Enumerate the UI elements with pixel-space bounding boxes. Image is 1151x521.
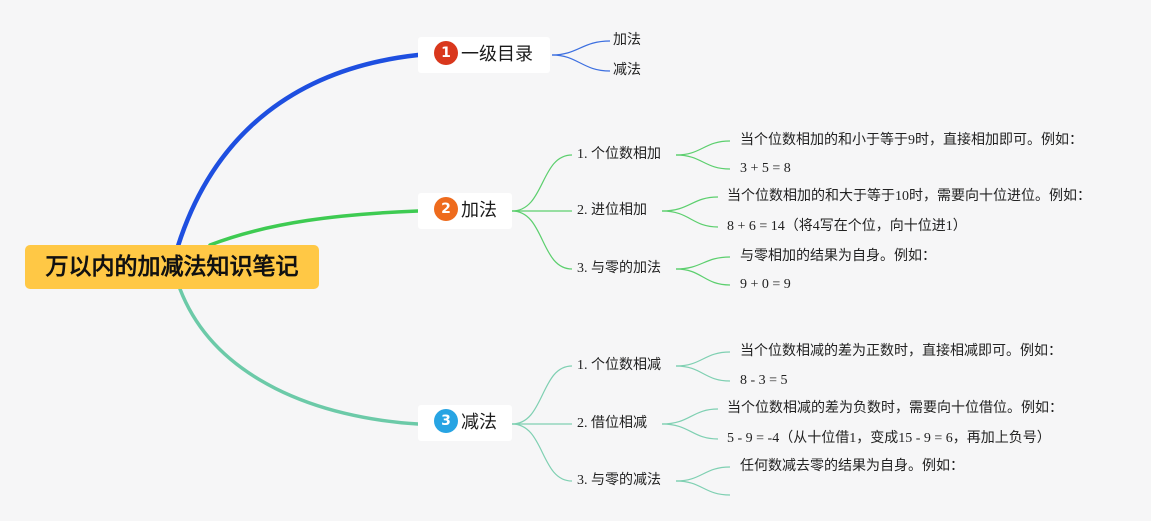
note-text: 当个位数相减的差为负数时，需要向十位借位。例如： bbox=[727, 401, 1063, 416]
subtopic[interactable]: 3. 与零的减法 bbox=[577, 473, 661, 488]
note-connector bbox=[661, 408, 719, 425]
leaf-connector bbox=[551, 54, 611, 72]
number-badge-icon: 3 bbox=[434, 409, 458, 433]
number-badge-icon: 1 bbox=[434, 41, 458, 65]
note-example: 9 + 0 = 9 bbox=[740, 277, 791, 292]
subtopic[interactable]: 2. 进位相加 bbox=[577, 203, 647, 218]
branch-connector-1 bbox=[175, 52, 421, 249]
sub-connector bbox=[511, 154, 573, 212]
subtopic-subtraction-link[interactable]: 减法 bbox=[613, 63, 641, 78]
note-example: 8 - 3 = 5 bbox=[740, 373, 788, 388]
number-badge-icon: 2 bbox=[434, 197, 458, 221]
note-connector bbox=[675, 365, 731, 382]
leaf-connector bbox=[551, 40, 611, 56]
note-text: 与零相加的结果为自身。例如： bbox=[740, 249, 936, 264]
topic-label: 加法 bbox=[461, 200, 497, 221]
subtopic[interactable]: 1. 个位数相减 bbox=[577, 358, 661, 373]
note-connector bbox=[675, 140, 731, 156]
note-example: 5 - 9 = -4（从十位借1，变成15 - 9 = 6，再加上负号） bbox=[727, 431, 1051, 446]
note-connector bbox=[675, 256, 731, 270]
note-example: 3 + 5 = 8 bbox=[740, 161, 791, 176]
note-connector bbox=[661, 196, 719, 212]
note-connector bbox=[675, 268, 731, 286]
note-connector bbox=[661, 423, 719, 440]
sub-connector bbox=[511, 423, 573, 482]
note-example: 8 + 6 = 14（将4写在个位，向十位进1） bbox=[727, 219, 967, 234]
note-connector bbox=[675, 466, 731, 482]
root-topic[interactable]: 万以内的加减法知识笔记 bbox=[25, 245, 319, 289]
topic-label: 一级目录 bbox=[461, 44, 533, 65]
note-text: 任何数减去零的结果为自身。例如： bbox=[740, 459, 964, 474]
topic-label: 减法 bbox=[461, 412, 497, 433]
note-connector bbox=[675, 480, 731, 496]
note-connector bbox=[661, 210, 719, 228]
root-title: 万以内的加减法知识笔记 bbox=[45, 254, 299, 280]
branch-connector-3 bbox=[178, 287, 420, 426]
subtopic[interactable]: 3. 与零的加法 bbox=[577, 261, 661, 276]
subtopic[interactable]: 1. 个位数相加 bbox=[577, 147, 661, 162]
sub-connector bbox=[511, 210, 573, 270]
note-connector bbox=[675, 154, 731, 170]
subtopic[interactable]: 2. 借位相减 bbox=[577, 416, 647, 431]
note-text: 当个位数相加的和小于等于9时，直接相加即可。例如： bbox=[740, 133, 1083, 148]
branch-connector-2 bbox=[208, 209, 420, 247]
sub-connector bbox=[511, 365, 573, 425]
note-connector bbox=[675, 351, 731, 367]
note-text: 当个位数相加的和大于等于10时，需要向十位进位。例如： bbox=[727, 189, 1091, 204]
subtopic-addition-link[interactable]: 加法 bbox=[613, 33, 641, 48]
note-text: 当个位数相减的差为正数时，直接相减即可。例如： bbox=[740, 344, 1062, 359]
